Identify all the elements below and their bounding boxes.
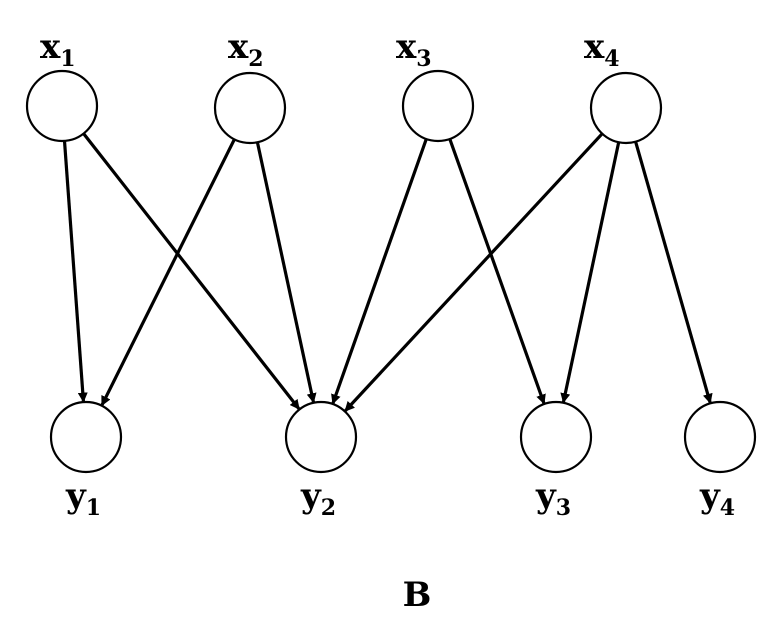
node-x1 <box>25 69 99 143</box>
label-base-y2: y <box>300 476 322 516</box>
label-base-y1: y <box>65 476 87 516</box>
node-y2 <box>284 400 358 474</box>
edges-group <box>62 132 713 412</box>
label-base-x1: x <box>40 27 61 67</box>
diagram-caption: B <box>403 575 432 615</box>
label-y2: y2 <box>300 476 336 521</box>
edge-x1-to-y2 <box>82 132 301 410</box>
label-subscript-y2: 2 <box>321 495 336 521</box>
edge-x1-to-y1 <box>62 140 88 403</box>
label-subscript-x1: 1 <box>60 46 75 72</box>
label-base-x3: x <box>396 27 417 67</box>
edge-x4-to-y3 <box>560 141 621 404</box>
label-y1: y1 <box>65 476 101 521</box>
label-base-y3: y <box>535 476 557 516</box>
node-x2 <box>213 71 287 145</box>
label-subscript-y1: 1 <box>86 495 101 521</box>
edge-x2-to-y1 <box>100 138 236 407</box>
edge-x4-to-y2 <box>344 132 604 412</box>
label-subscript-y4: 4 <box>720 495 735 521</box>
label-subscript-x4: 4 <box>604 46 619 72</box>
edge-x3-to-y2 <box>331 138 428 405</box>
edge-x2-to-y2 <box>255 141 317 404</box>
label-y4: y4 <box>699 476 735 521</box>
node-y1 <box>49 400 123 474</box>
node-y4 <box>683 400 757 474</box>
edge-x4-to-y4 <box>634 141 713 404</box>
label-base-y4: y <box>699 476 721 516</box>
label-y3: y3 <box>535 476 571 521</box>
nodes-group <box>25 69 757 474</box>
label-base-x4: x <box>584 27 605 67</box>
edge-x3-to-y3 <box>448 138 546 405</box>
label-x4: x4 <box>584 27 620 72</box>
label-subscript-x3: 3 <box>416 46 431 72</box>
label-subscript-y3: 3 <box>556 495 571 521</box>
label-x2: x2 <box>228 27 264 72</box>
node-x3 <box>401 69 475 143</box>
label-x1: x1 <box>40 27 76 72</box>
node-x4 <box>589 71 663 145</box>
label-base-x2: x <box>228 27 249 67</box>
node-y3 <box>519 400 593 474</box>
label-x3: x3 <box>396 27 432 72</box>
label-subscript-x2: 2 <box>248 46 263 72</box>
